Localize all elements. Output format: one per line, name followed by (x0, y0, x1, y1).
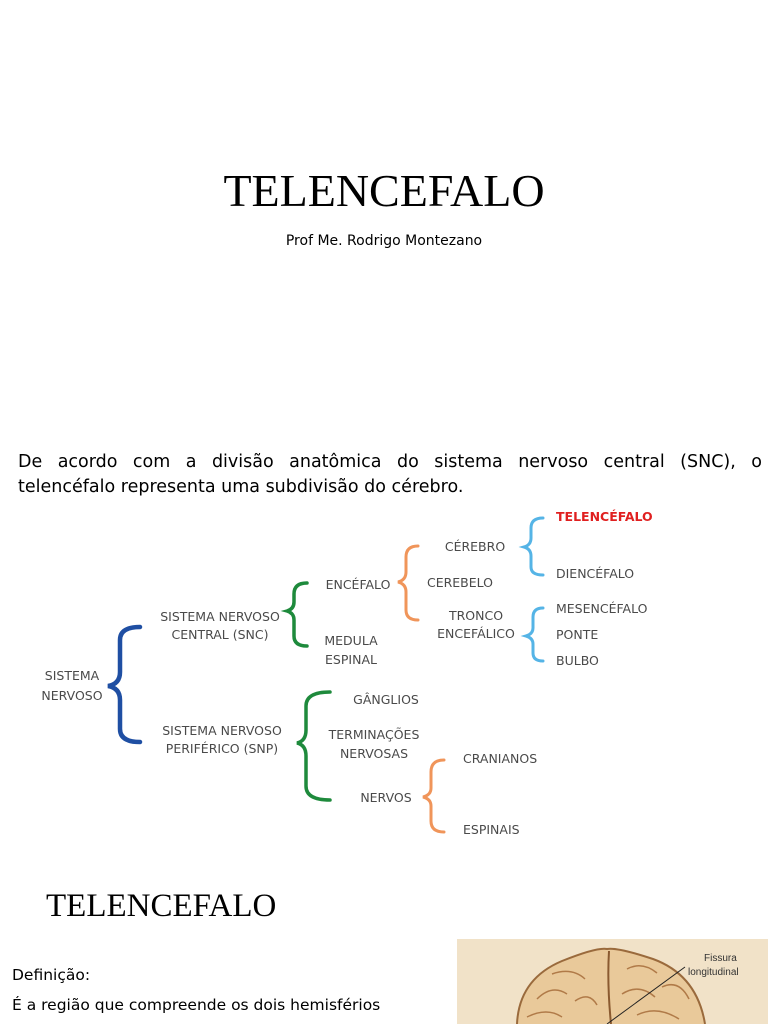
figure-label-1: Fissura (704, 953, 737, 964)
intro-line-2: telencéfalo representa uma subdivisão do… (18, 477, 464, 497)
nervous-system-diagram: SISTEMA NERVOSO SISTEMA NERVOSO CENTRAL … (41, 509, 653, 837)
label-sistema-nervoso-1: SISTEMA (45, 668, 100, 683)
bracket-sistema-nervoso (107, 624, 143, 745)
label-snp-2: PERIFÉRICO (SNP) (166, 741, 278, 756)
figure-label-2: longitudinal (688, 967, 739, 978)
fissure-pointer (606, 966, 686, 1024)
label-sistema-nervoso-2: NERVOSO (41, 688, 102, 703)
label-bulbo: BULBO (556, 653, 599, 668)
bracket-snp (296, 690, 332, 802)
gyri-left (526, 970, 598, 1018)
brain-outline (516, 947, 706, 1024)
gyri-right (621, 965, 690, 1020)
section-title: TELENCEFALO (46, 888, 277, 924)
label-espinais: ESPINAIS (463, 822, 520, 837)
label-medula-1: MEDULA (324, 633, 378, 648)
label-ganglios: GÂNGLIOS (353, 692, 419, 707)
label-cerebelo: CEREBELO (427, 575, 493, 590)
bracket-cerebro (518, 516, 545, 577)
label-snc-1: SISTEMA NERVOSO (160, 609, 280, 624)
bracket-snc (280, 581, 309, 648)
label-snc-2: CENTRAL (SNC) (171, 627, 268, 642)
label-terminacoes-1: TERMINAÇÕES (328, 727, 420, 742)
bracket-encefalo (397, 544, 420, 622)
intro-line-1: De acordo com a divisão anatômica do sis… (18, 452, 762, 472)
label-nervos: NERVOS (360, 790, 411, 805)
label-telencefalo: TELENCÉFALO (556, 509, 653, 524)
bracket-nervos (422, 758, 446, 834)
label-medula-2: ESPINAL (325, 652, 377, 667)
bracket-tronco (520, 606, 545, 663)
brain-drawing: Fissura longitudinal (516, 947, 739, 1024)
label-ponte: PONTE (556, 627, 598, 642)
definition-text: É a região que compreende os dois hemisf… (12, 996, 381, 1014)
label-cerebro: CÉREBRO (445, 539, 505, 554)
intro-paragraph: De acordo com a divisão anatômica do sis… (18, 450, 762, 500)
label-snp-1: SISTEMA NERVOSO (162, 723, 282, 738)
label-encefalo: ENCÉFALO (326, 577, 391, 592)
label-mesencefalo: MESENCÉFALO (556, 601, 648, 616)
longitudinal-fissure (607, 950, 612, 1024)
slide-title: TELENCEFALO (223, 165, 545, 216)
label-tronco-1: TRONCO (448, 608, 503, 623)
label-terminacoes-2: NERVOSAS (340, 746, 408, 761)
label-cranianos: CRANIANOS (463, 751, 537, 766)
definition-label: Definição: (12, 966, 91, 984)
slide-subtitle: Prof Me. Rodrigo Montezano (285, 233, 483, 249)
label-diencefalo: DIENCÉFALO (556, 566, 634, 581)
label-tronco-2: ENCEFÁLICO (437, 626, 515, 641)
brain-illustration: Fissura longitudinal (457, 939, 768, 1024)
